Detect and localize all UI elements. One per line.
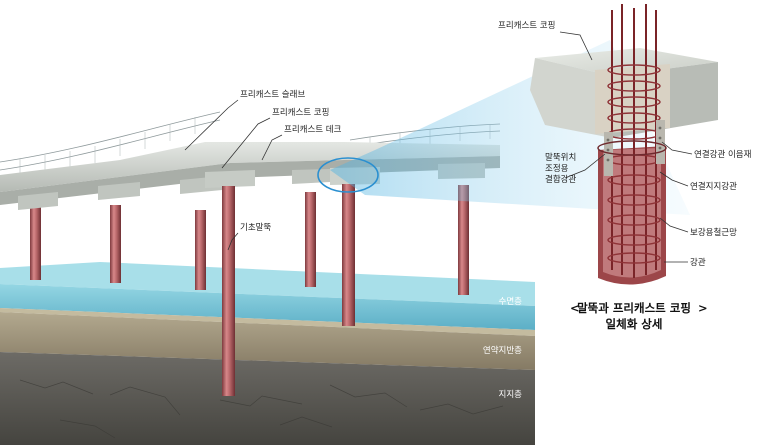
bedrock-layer xyxy=(0,352,535,445)
label-detail-coping: 프리캐스트 코핑 xyxy=(498,20,555,31)
label-pile-position-1: 말뚝위치 xyxy=(545,152,576,163)
coping-2 xyxy=(98,182,140,200)
detail-connection-plate-right xyxy=(656,120,665,164)
label-pile-position-3: 결합강관 xyxy=(545,174,576,185)
coping-1 xyxy=(18,192,58,210)
detail-coping-section xyxy=(595,64,670,134)
detail-bolts xyxy=(606,126,662,162)
detail-coping-top xyxy=(535,48,718,76)
water-surface-top xyxy=(0,262,535,306)
rock-cracks xyxy=(19,379,504,439)
detail-view xyxy=(530,4,718,285)
detail-title-line1: 말뚝과 프리캐스트 코핑 xyxy=(577,301,691,315)
ground-layers xyxy=(0,262,535,445)
coping-4 xyxy=(292,169,330,184)
label-precast-deck: 프리캐스트 데크 xyxy=(284,125,342,135)
coping-front-main xyxy=(205,170,255,188)
label-connection-support-pipe: 연결지지강관 xyxy=(690,181,737,192)
soft-ground-top xyxy=(0,308,535,336)
zoom-circle xyxy=(317,157,379,193)
leader-lines xyxy=(184,31,693,263)
detail-coping-left xyxy=(530,58,612,138)
detail-title-left-chevron: < xyxy=(570,301,580,315)
detail-title-line2: 일체화 상세 xyxy=(606,317,663,331)
label-precast-slab: 프리캐스트 슬래브 xyxy=(240,90,305,100)
soft-ground-layer xyxy=(0,312,535,370)
label-steel-pipe: 강관 xyxy=(690,257,706,268)
label-reinforcement-cage: 보강용철근망 xyxy=(690,227,737,238)
label-foundation-pile: 기초말뚝 xyxy=(240,222,271,233)
label-soft-ground: 연약지반층 xyxy=(483,345,522,356)
label-connection-pipe-joint: 연결강관 이음재 xyxy=(694,149,751,160)
back-piles xyxy=(30,185,469,295)
water-layer xyxy=(0,284,535,330)
label-precast-coping: 프리캐스트 코핑 xyxy=(272,107,329,118)
detail-title-right-chevron: > xyxy=(698,301,708,315)
front-piles xyxy=(222,184,355,396)
detail-connection-plate-left xyxy=(604,132,613,176)
label-water-surface: 수면층 xyxy=(499,296,523,307)
label-bearing-layer: 지지층 xyxy=(499,390,523,400)
label-pile-position-2: 조정용 xyxy=(545,163,569,174)
